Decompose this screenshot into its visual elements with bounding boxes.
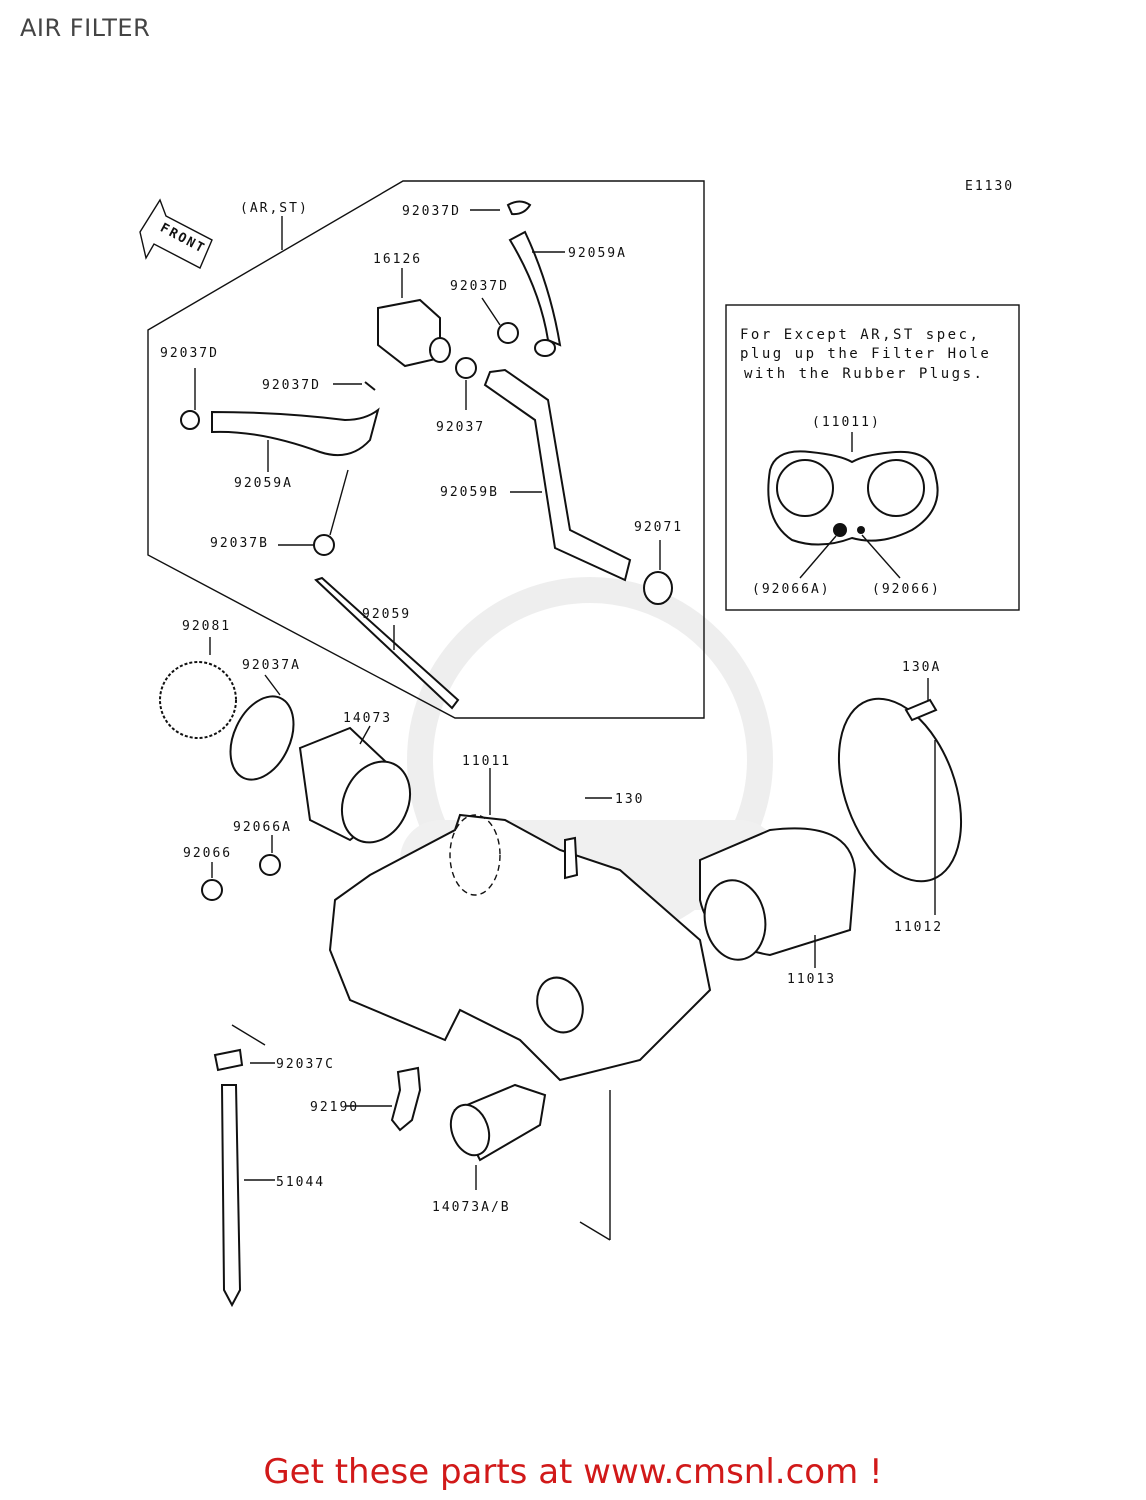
- callout-92059: 92059: [362, 607, 411, 622]
- callout-92071: 92071: [634, 520, 683, 535]
- ar-st-group-outline: [147, 180, 705, 719]
- lower-parts: [159, 637, 963, 1308]
- callout-92081: 92081: [182, 619, 231, 634]
- callout-14073ab: 14073A/B: [432, 1200, 511, 1215]
- front-label: FRONT: [158, 221, 208, 257]
- plug-icon: [857, 526, 865, 534]
- callout-130a: 130A: [902, 660, 941, 675]
- callout-92066a: 92066A: [233, 820, 292, 835]
- callout-92037d-top: 92037D: [402, 204, 461, 219]
- inset-plug-label: (92066): [872, 582, 941, 597]
- group-label: (AR,ST): [240, 201, 309, 216]
- inset-plug-a-label: (92066A): [752, 582, 831, 597]
- callout-92059a-left: 92059A: [234, 476, 293, 491]
- callout-51044: 51044: [276, 1175, 325, 1190]
- diagram-code: E1130: [965, 179, 1014, 194]
- callout-92037a: 92037A: [242, 658, 301, 673]
- callout-92037c: 92037C: [276, 1057, 335, 1072]
- callout-92037b: 92037B: [210, 536, 269, 551]
- inset-part-label: (11011): [812, 415, 881, 430]
- callout-11013: 11013: [787, 972, 836, 987]
- parts-diagram: E1130 FRONT (AR,ST) For Except AR,ST spe…: [139, 179, 1020, 1308]
- footer-link-text[interactable]: Get these parts at www.cmsnl.com !: [263, 1452, 883, 1492]
- callout-16126: 16126: [373, 252, 422, 267]
- callout-11012: 11012: [894, 920, 943, 935]
- note-inset: For Except AR,ST spec, plug up the Filte…: [725, 304, 1020, 611]
- callout-130: 130: [615, 792, 644, 807]
- callout-92059b: 92059B: [440, 485, 499, 500]
- callout-14073: 14073: [343, 711, 392, 726]
- callout-92037d-left: 92037D: [160, 346, 219, 361]
- note-line-1: For Except AR,ST spec,: [740, 327, 980, 343]
- callout-92190: 92190: [310, 1100, 359, 1115]
- callout-92037d-small: 92037D: [262, 378, 321, 393]
- plug-a-icon: [833, 523, 847, 537]
- hose-parts: [180, 200, 673, 710]
- front-arrow-icon: FRONT: [139, 198, 213, 269]
- callout-92059a-top: 92059A: [568, 246, 627, 261]
- note-line-3: with the Rubber Plugs.: [744, 366, 984, 382]
- callout-92037d-mid: 92037D: [450, 279, 509, 294]
- callout-92037: 92037: [436, 420, 485, 435]
- page-title: AIR FILTER: [20, 14, 151, 42]
- callout-92066: 92066: [183, 846, 232, 861]
- callout-11011: 11011: [462, 754, 511, 769]
- note-line-2: plug up the Filter Hole: [740, 346, 991, 362]
